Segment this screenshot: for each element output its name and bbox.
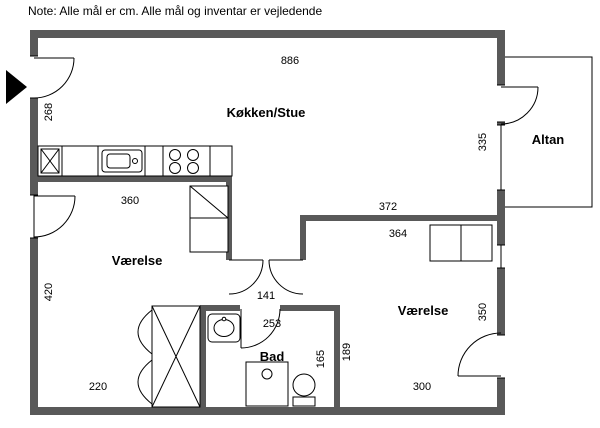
room-label-balcony: Altan	[532, 132, 565, 147]
appliance-icon	[40, 148, 60, 174]
stove-icon	[169, 149, 199, 174]
dim-kitchen-left-height: 268	[43, 103, 55, 121]
bedroom-right-door	[268, 259, 304, 295]
dim-total-width: 886	[281, 55, 299, 67]
dim-bedroom-left-width: 360	[121, 195, 139, 207]
dim-bedroom-left-bottom: 220	[89, 381, 107, 393]
sink-icon	[101, 149, 143, 173]
dim-bathroom-wall-height: 189	[341, 343, 353, 361]
bathroom-fixtures	[207, 313, 316, 407]
wardrobe-cabinet	[137, 305, 201, 408]
dim-bedroom-right-height: 350	[477, 303, 489, 321]
dim-bedroom-right-width: 364	[389, 228, 407, 240]
bifold-door-swing	[137, 308, 153, 356]
dim-hall-width: 141	[257, 290, 275, 302]
balcony-door	[500, 86, 539, 125]
room-label-bedroom-left: Værelse	[112, 253, 163, 268]
door-swings	[33, 57, 539, 377]
dim-bathroom-height: 165	[315, 350, 327, 368]
washer-icon	[245, 361, 289, 407]
bifold-door-swing	[137, 358, 153, 406]
balcony-outline	[505, 56, 593, 208]
bedroom-right-wardrobe	[429, 224, 493, 262]
bedroom-left-door	[228, 259, 264, 295]
toilet-icon	[292, 373, 316, 407]
dim-bathroom-width: 253	[263, 318, 281, 330]
entrance-door	[33, 57, 75, 99]
room-label-kitchen-living: Køkken/Stue	[227, 105, 306, 120]
tall-cabinets	[189, 185, 229, 253]
room-label-bathroom: Bad	[260, 349, 285, 364]
bathroom-door	[240, 308, 281, 349]
bath-sink-icon	[207, 313, 241, 343]
dim-living-wall-width: 372	[379, 201, 397, 213]
note-text: Note: Alle mål er cm. Alle mål og invent…	[28, 4, 323, 18]
dim-bedroom-left-height: 420	[43, 283, 55, 301]
window-right-swing	[457, 332, 502, 377]
entrance-arrow-icon	[6, 70, 27, 104]
dim-kitchen-right-height: 335	[477, 133, 489, 151]
dim-bedroom-right-bottom: 300	[413, 381, 431, 393]
room-label-bedroom-right: Værelse	[398, 303, 449, 318]
window-left-swing	[33, 195, 76, 238]
interior-walls	[38, 176, 497, 407]
wall-openings	[29, 55, 506, 379]
kitchen-counter	[37, 145, 233, 177]
